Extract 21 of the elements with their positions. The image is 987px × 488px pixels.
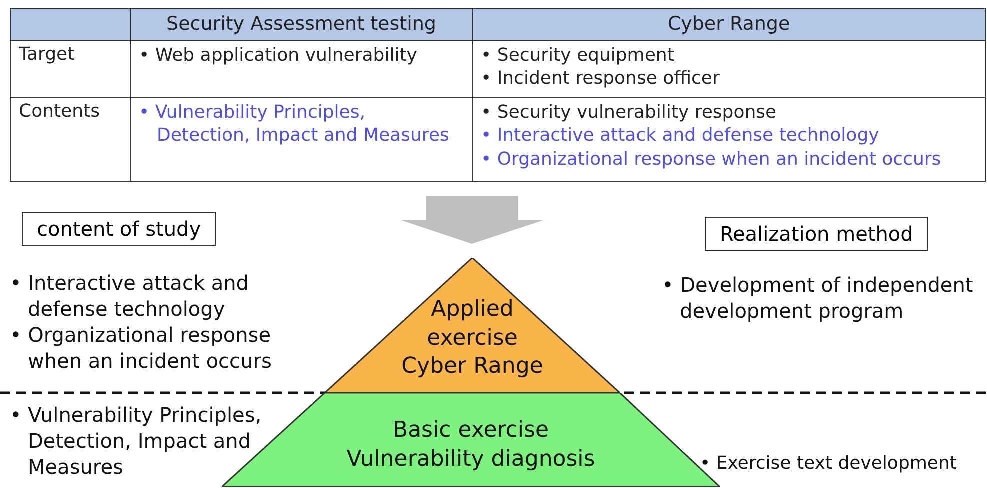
shape-label: Basic exercise Vulnerability diagnosis	[346, 417, 596, 474]
bullet-item: • Interactive attack and defense technology	[481, 124, 880, 148]
bullet-item: • Web application vulnerability	[139, 44, 418, 68]
header-cell: Cyber Range	[472, 8, 986, 41]
bullet-item: • Incident response officer	[481, 67, 721, 91]
label-box: Realization method	[705, 217, 928, 251]
bullet-item: • Organizational response when an incident occurs	[10, 322, 273, 374]
label-box: content of study	[22, 212, 216, 246]
bullet-item: • Development of independent development program	[662, 272, 974, 324]
bullet-item: • Security equipment	[481, 44, 676, 68]
bullet-item: • Vulnerability Principles, Detection, Impact and Measures	[10, 402, 263, 480]
bullet-item: • Exercise text development	[700, 452, 958, 476]
table-cell: Contents	[10, 97, 131, 182]
shape-label: Applied exercise Cyber Range	[400, 296, 544, 382]
bullet-item: • Organizational response when an incident occurs	[481, 148, 942, 172]
bullet-item: • Interactive attack and defense technology	[10, 270, 250, 322]
bullet-item: • Vulnerability Principles, Detection, Impact and Measures	[139, 101, 450, 148]
block-arrow	[400, 196, 545, 244]
bullet-item: • Security vulnerability response	[481, 101, 778, 124]
header-cell: Security Assessment testing	[130, 8, 473, 41]
pyramid-top	[325, 258, 620, 393]
